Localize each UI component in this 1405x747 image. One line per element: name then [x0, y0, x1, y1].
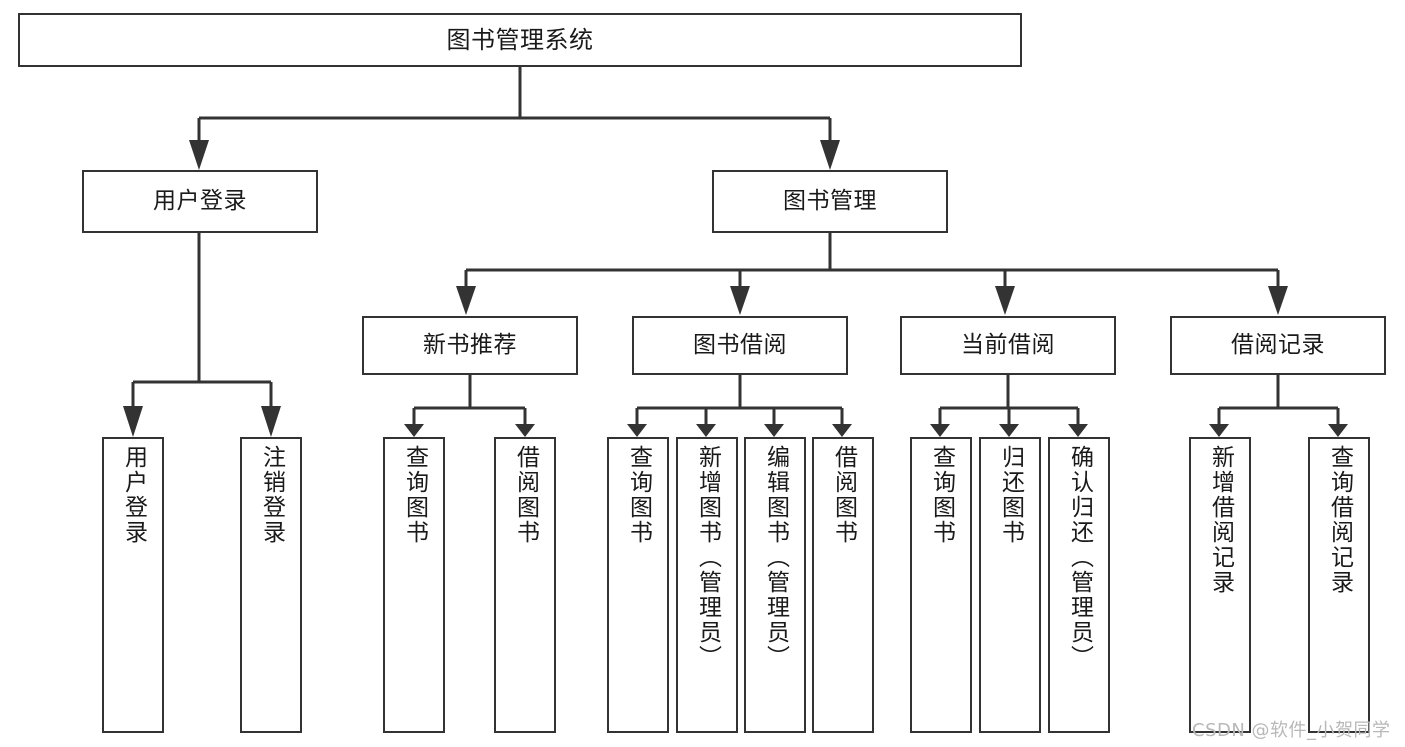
- arrow-recommend-1: [404, 424, 424, 437]
- node-current-borrow[interactable]: 当前借阅: [900, 316, 1116, 375]
- arrow-current-3: [1068, 424, 1088, 437]
- node-label: 归还图书: [997, 445, 1024, 545]
- node-label: 注销登录: [258, 445, 285, 545]
- arrow-book-manage: [820, 140, 840, 170]
- arrow-borrow-2: [696, 424, 716, 437]
- leaf-current-confirm-return-admin[interactable]: 确认归还（管理员）: [1048, 437, 1110, 733]
- node-label: 图书管理: [783, 187, 877, 214]
- node-label: 新书推荐: [423, 331, 517, 358]
- node-root-book-management-system[interactable]: 图书管理系统: [18, 13, 1022, 67]
- node-borrow-record[interactable]: 借阅记录: [1170, 316, 1386, 375]
- node-label: 借阅图书: [830, 445, 857, 545]
- arrow-record-1: [1209, 424, 1229, 437]
- arrow-level3-1: [456, 286, 476, 315]
- node-label: 当前借阅: [961, 331, 1055, 358]
- leaf-current-query-book[interactable]: 查询图书: [910, 437, 972, 733]
- node-label: 新增图书（管理员）: [694, 445, 721, 670]
- arrow-borrow-4: [832, 424, 852, 437]
- arrow-level3-3: [995, 286, 1015, 315]
- leaf-borrow-add-book-admin[interactable]: 新增图书（管理员）: [676, 437, 738, 733]
- leaf-record-query-record[interactable]: 查询借阅记录: [1308, 437, 1370, 733]
- arrow-user-login: [189, 140, 209, 170]
- leaf-borrow-query-book[interactable]: 查询图书: [607, 437, 669, 733]
- arrow-record-2: [1328, 424, 1348, 437]
- node-label: 查询图书: [928, 445, 955, 545]
- arrow-level3-2: [730, 286, 750, 315]
- arrow-leaf-user-login-2: [261, 406, 281, 437]
- node-book-borrow[interactable]: 图书借阅: [632, 316, 848, 375]
- node-label: 借阅图书: [512, 445, 539, 545]
- node-label: 借阅记录: [1231, 331, 1325, 358]
- leaf-record-add-record[interactable]: 新增借阅记录: [1189, 437, 1251, 733]
- node-label: 查询图书: [625, 445, 652, 545]
- leaf-borrow-borrow-book[interactable]: 借阅图书: [812, 437, 874, 733]
- arrow-borrow-3: [764, 424, 784, 437]
- leaf-user-login-login[interactable]: 用户登录: [102, 437, 164, 733]
- node-book-management[interactable]: 图书管理: [712, 170, 948, 233]
- node-label: 图书管理系统: [446, 25, 594, 54]
- leaf-current-return-book[interactable]: 归还图书: [979, 437, 1041, 733]
- arrow-borrow-1: [627, 424, 647, 437]
- node-label: 查询借阅记录: [1326, 445, 1353, 595]
- node-label: 新增借阅记录: [1207, 445, 1234, 595]
- leaf-recommend-query-book[interactable]: 查询图书: [383, 437, 445, 733]
- csdn-watermark: CSDN @软件_小贺同学: [1192, 716, 1391, 742]
- leaf-user-login-logout[interactable]: 注销登录: [240, 437, 302, 733]
- arrow-level3-4: [1268, 286, 1288, 315]
- leaf-recommend-borrow-book[interactable]: 借阅图书: [494, 437, 556, 733]
- leaf-borrow-edit-book-admin[interactable]: 编辑图书（管理员）: [744, 437, 806, 733]
- node-label: 确认归还（管理员）: [1066, 445, 1093, 670]
- node-label: 用户登录: [120, 445, 147, 545]
- node-user-login[interactable]: 用户登录: [82, 170, 318, 233]
- watermark-text: CSDN @软件_小贺同学: [1192, 720, 1391, 741]
- arrow-recommend-2: [515, 424, 535, 437]
- node-label: 图书借阅: [693, 331, 787, 358]
- node-label: 用户登录: [153, 187, 247, 214]
- node-label: 编辑图书（管理员）: [762, 445, 789, 670]
- node-new-book-recommend[interactable]: 新书推荐: [362, 316, 578, 375]
- node-label: 查询图书: [401, 445, 428, 545]
- arrow-current-2: [999, 424, 1019, 437]
- arrow-current-1: [930, 424, 950, 437]
- arrow-leaf-user-login-1: [123, 406, 143, 437]
